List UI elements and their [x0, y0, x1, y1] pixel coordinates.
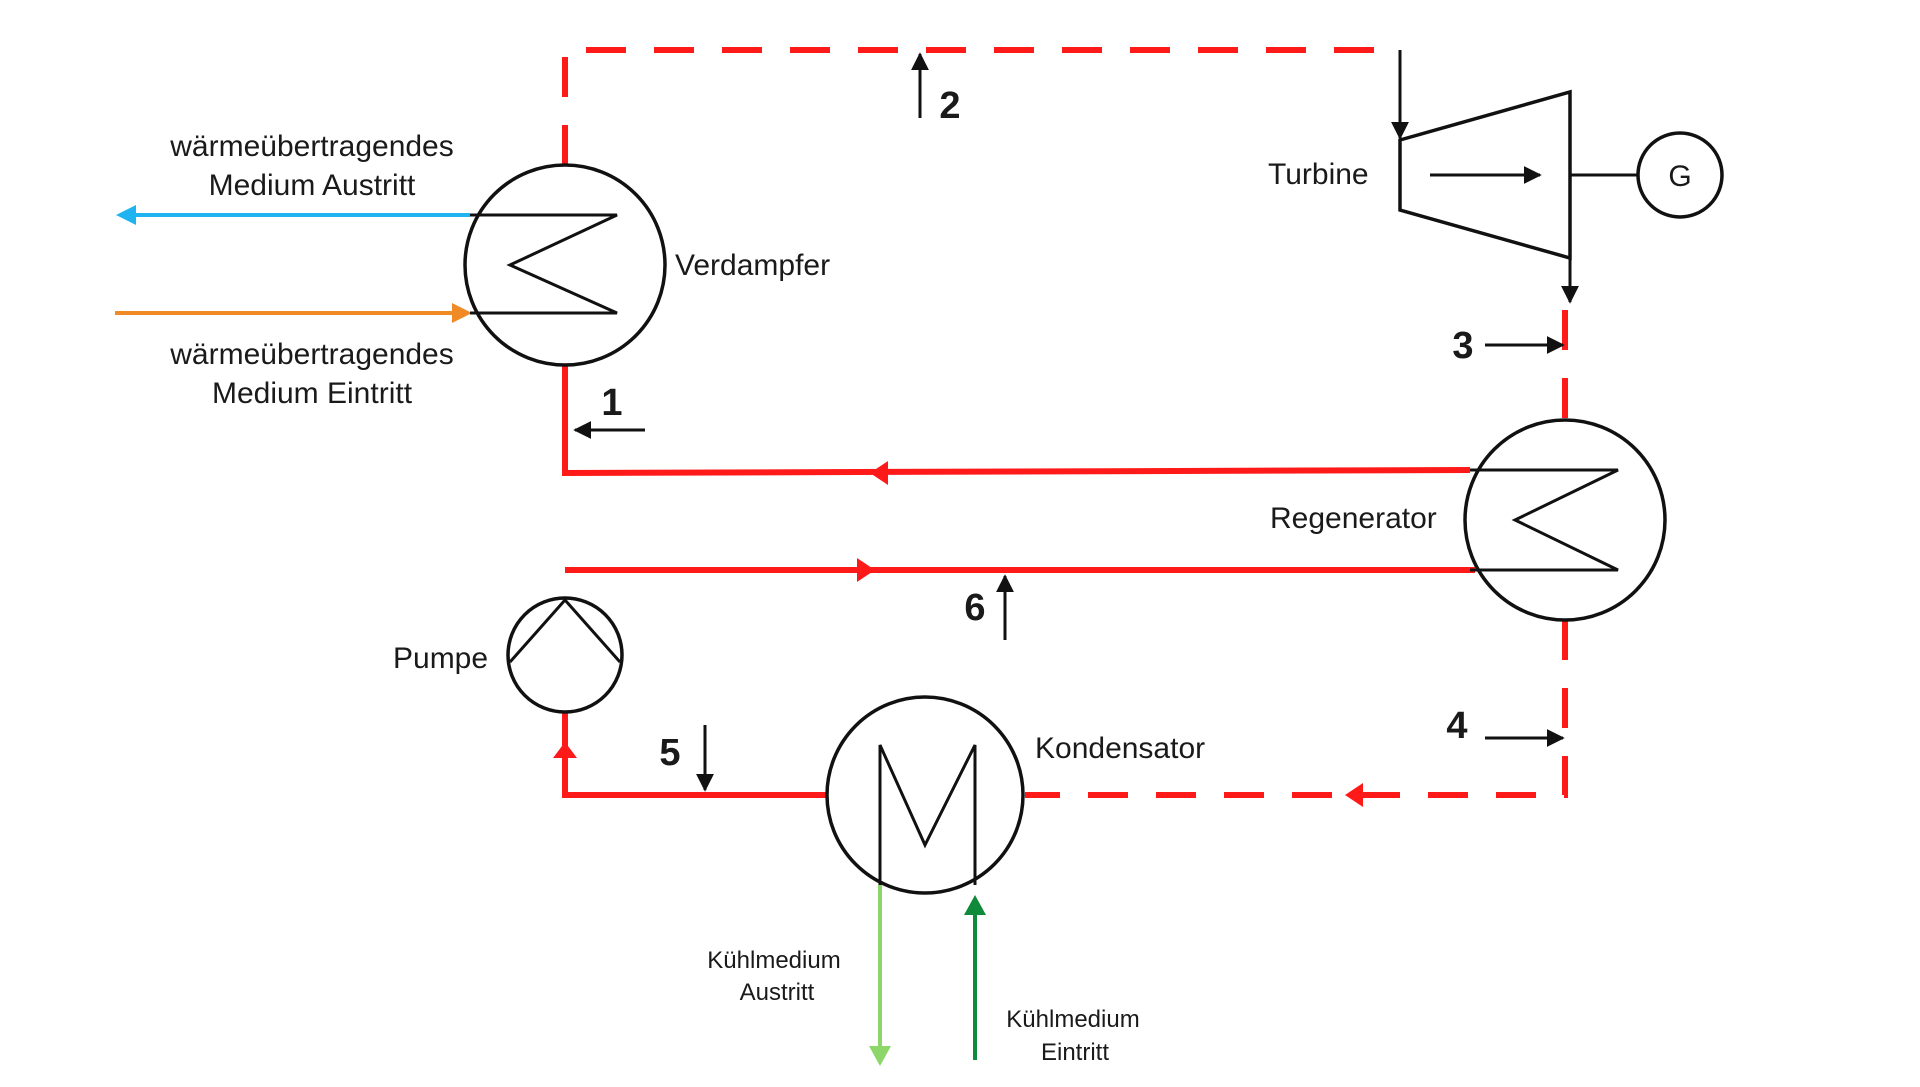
- cooling-out-arrowhead: [869, 1046, 891, 1066]
- generator-shell: [1636, 131, 1724, 219]
- turbine: [1398, 89, 1572, 261]
- evaporator-shell: [463, 163, 667, 367]
- flow-arrow-right-mid: [857, 558, 875, 582]
- cooling-in-arrowhead: [964, 895, 986, 915]
- turbine-label: Turbine: [1268, 158, 1369, 191]
- cooling-medium-lines: [869, 885, 986, 1066]
- condenser-to-pump-line: [562, 712, 828, 798]
- cooling-out-label-line1: Kühlmedium: [707, 947, 840, 974]
- heat-medium-lines: [115, 205, 472, 323]
- state-3-label: 3: [1452, 325, 1473, 367]
- evaporator-label: Verdampfer: [675, 249, 830, 282]
- condenser-label: Kondensator: [1035, 732, 1205, 765]
- heat-medium-out-arrowhead: [116, 205, 136, 225]
- evaporator: [463, 163, 667, 367]
- cooling-in-label-line1: Kühlmedium: [1006, 1006, 1139, 1033]
- state-5-label: 5: [659, 732, 680, 774]
- regenerator-label: Regenerator: [1270, 502, 1437, 535]
- flow-arrow-left-top: [870, 461, 888, 485]
- regenerator-shell: [1463, 418, 1667, 622]
- vapor-line-top: [562, 47, 1400, 165]
- flow-arrow-left-bottom: [1345, 783, 1363, 807]
- state-1-label: 1: [601, 382, 622, 424]
- condenser: [825, 695, 1025, 895]
- condenser-coil: [878, 744, 977, 885]
- condenser-shell: [825, 695, 1025, 895]
- generator-label: G: [1668, 160, 1691, 193]
- heat-medium-in-arrowhead: [452, 303, 472, 323]
- heat-medium-in-label-line1: wärmeübertragendes: [169, 338, 454, 371]
- evaporator-coil: [470, 213, 618, 315]
- pump-label: Pumpe: [393, 642, 488, 675]
- heat-medium-out-label-line2: Medium Austritt: [209, 169, 416, 202]
- state-4-label: 4: [1446, 705, 1467, 747]
- generator: [1636, 131, 1724, 219]
- pump-shell: [506, 596, 624, 714]
- cooling-in-label-line2: Eintritt: [1041, 1039, 1109, 1066]
- labels: wärmeübertragendes Medium Austritt wärme…: [169, 130, 1691, 1066]
- pump: [506, 596, 624, 714]
- state-point-arrows: [573, 52, 1565, 792]
- pump-symbol: [508, 597, 622, 663]
- regenerator: [1463, 418, 1667, 622]
- regenerator-coil: [1470, 468, 1619, 572]
- state-numbers: 1 2 3 4 5 6: [601, 85, 1473, 774]
- flow-arrow-up-pump: [553, 742, 577, 758]
- heat-medium-in-label-line2: Medium Eintritt: [212, 377, 413, 410]
- regenerator-to-condenser-line: [1025, 620, 1568, 798]
- working-fluid-piping: [553, 47, 1568, 807]
- regenerator-to-evaporator-line: [562, 365, 1471, 477]
- state-2-label: 2: [939, 85, 960, 127]
- state-6-label: 6: [964, 587, 985, 629]
- cooling-out-label-line2: Austritt: [740, 979, 815, 1006]
- heat-medium-out-label-line1: wärmeübertragendes: [169, 130, 454, 163]
